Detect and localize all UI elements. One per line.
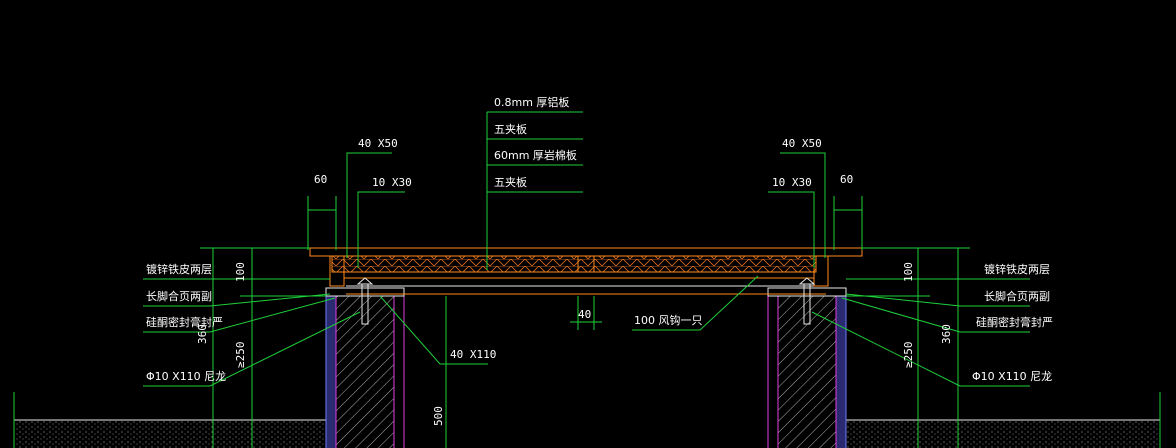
- ground: [13, 392, 1161, 448]
- left-width: 60: [314, 173, 327, 186]
- center-gap: 40: [578, 308, 591, 321]
- right-bolt: Φ10 X110 尼龙: [972, 370, 1052, 383]
- left-height-250: ≥250: [234, 342, 247, 369]
- right-width: 60: [840, 173, 853, 186]
- right-note-2: 长脚合页两副: [984, 289, 1050, 303]
- left-note-1: 镀锌铁皮两层: [146, 262, 212, 276]
- left-timber-mid: 10 X30: [372, 176, 412, 189]
- left-anchor: 40 X110: [450, 348, 496, 361]
- anchor-bolts: [356, 277, 816, 325]
- center-height-500: 500: [432, 406, 445, 426]
- right-wall: [767, 287, 847, 448]
- left-note-3: 硅酮密封膏封严: [146, 315, 223, 329]
- right-height-100: 100: [902, 262, 915, 282]
- cover-panel: [309, 247, 863, 295]
- left-height-360: 360: [196, 324, 209, 344]
- left-note-2: 长脚合页两副: [146, 289, 212, 303]
- right-note-3: 硅酮密封膏封严: [976, 315, 1053, 329]
- right-note-1: 镀锌铁皮两层: [984, 262, 1050, 276]
- label-insulation: 60mm 厚岩棉板: [494, 148, 577, 162]
- right-timber-mid: 10 X30: [772, 176, 812, 189]
- right-height-360: 360: [940, 324, 953, 344]
- leader-lines: [143, 111, 1030, 448]
- center-hook: 100 风钩一只: [634, 313, 703, 327]
- left-timber-top: 40 X50: [358, 137, 398, 150]
- left-height-100: 100: [234, 262, 247, 282]
- label-top-plate: 0.8mm 厚铝板: [494, 95, 569, 109]
- right-height-250: ≥250: [902, 342, 915, 369]
- label-layer4: 五夹板: [494, 175, 527, 189]
- label-layer2: 五夹板: [494, 122, 527, 136]
- annotations: 0.8mm 厚铝板 五夹板 60mm 厚岩棉板 五夹板 40 X50 10 X3…: [146, 95, 1053, 426]
- right-timber-top: 40 X50: [782, 137, 822, 150]
- left-bolt: Φ10 X110 尼龙: [146, 370, 226, 383]
- left-wall: [325, 287, 405, 448]
